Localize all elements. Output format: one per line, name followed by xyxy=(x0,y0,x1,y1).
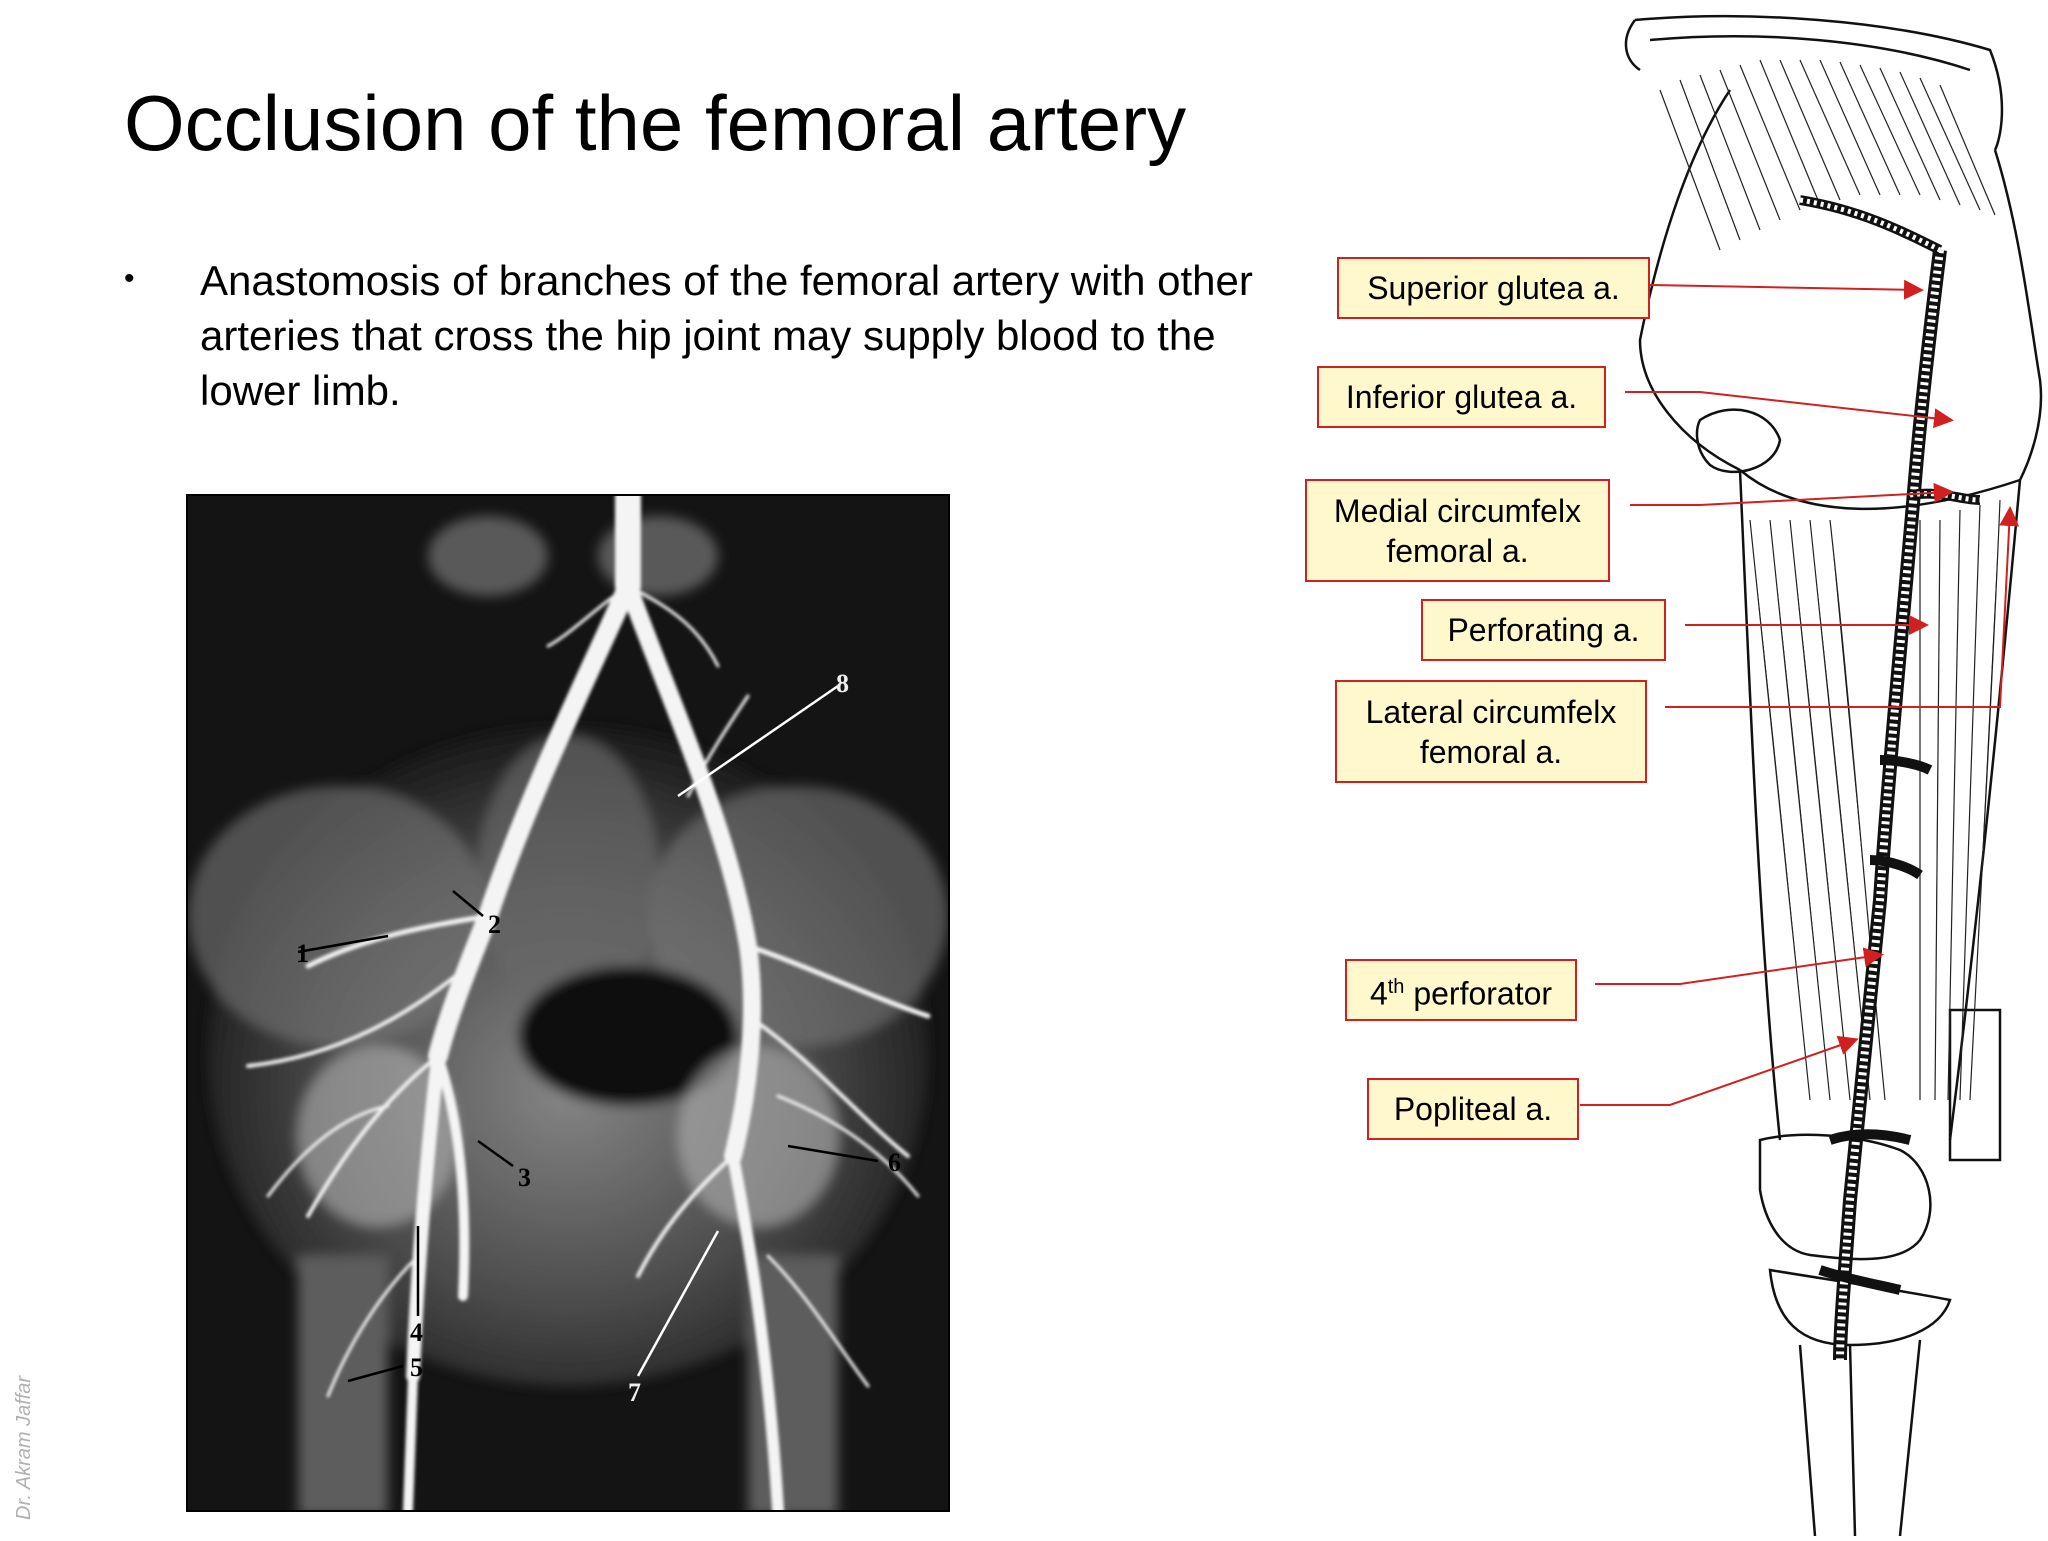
bullet-text: Anastomosis of branches of the femoral a… xyxy=(200,257,1253,414)
angiogram-label-7: 7 xyxy=(628,1378,641,1407)
angiogram-image: 1 2 3 4 5 6 7 8 xyxy=(186,494,950,1512)
angiogram-label-3: 3 xyxy=(518,1163,531,1192)
label-perforating: Perforating a. xyxy=(1421,599,1666,661)
bullet-icon: • xyxy=(124,262,135,295)
angiogram-label-8: 8 xyxy=(836,669,849,698)
slide-title: Occlusion of the femoral artery xyxy=(124,79,1187,167)
angiogram-label-4: 4 xyxy=(410,1318,423,1347)
label-popliteal: Popliteal a. xyxy=(1367,1078,1579,1140)
label-4th-perforator: 4th perforator xyxy=(1345,959,1577,1021)
thigh-anatomy-drawing xyxy=(1600,0,2048,1537)
label-inferior-gluteal: Inferior glutea a. xyxy=(1317,366,1606,428)
watermark: Dr. Akram Jaffar xyxy=(13,1375,35,1520)
label-superior-gluteal: Superior glutea a. xyxy=(1337,257,1650,319)
angiogram-label-5: 5 xyxy=(410,1353,423,1382)
angiogram-label-1: 1 xyxy=(296,939,309,968)
angiogram-label-2: 2 xyxy=(488,910,501,939)
angiogram-label-6: 6 xyxy=(888,1148,901,1177)
